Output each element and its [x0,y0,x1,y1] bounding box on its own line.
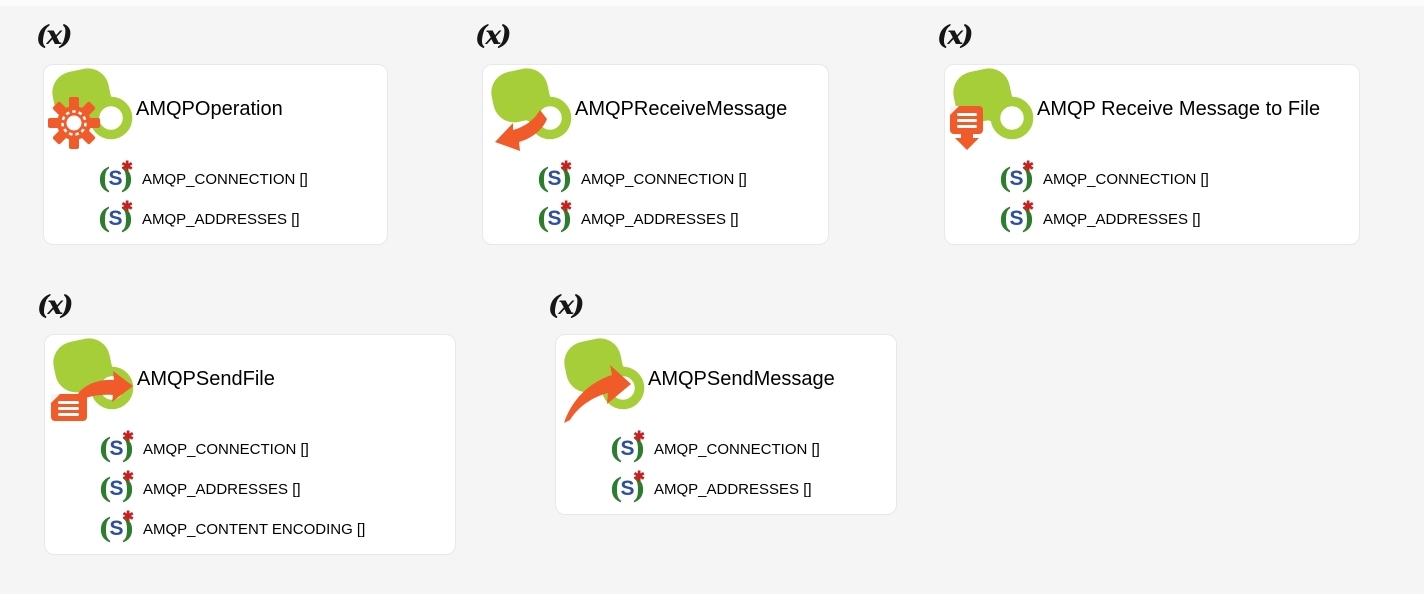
parameter-row[interactable]: (S)✱ AMQP_ADDRESSES [] [945,199,1359,239]
function-icon [491,68,572,151]
function-card[interactable]: AMQPSendFile (S)✱ AMQP_CONNECTION [] (S)… [44,334,456,555]
function-icon [51,338,134,421]
variable-icon: (x) [37,291,73,321]
module-amqp-send-message: (x) AMQPSendMessage (S)✱ AMQP_CONNECTION… [548,290,897,515]
parameter-label: AMQP_ADDRESSES [] [1043,210,1201,228]
string-parameter-icon: (S)✱ [98,467,135,505]
module-amqp-send-file: (x) AMQPSendFile (S)✱ [37,290,456,555]
parameter-row[interactable]: (S)✱ AMQP_ADDRESSES [] [556,469,896,509]
module-amqp-receive-message: (x) AMQPReceiveMessage (S)✱ AMQP_CONNECT… [475,20,829,245]
asterisk-icon: ✱ [633,467,645,484]
parameter-label: AMQP_ADDRESSES [] [581,210,739,228]
parameter-row[interactable]: (S)✱ AMQP_CONNECTION [] [483,159,828,199]
asterisk-icon: ✱ [1022,197,1034,214]
module-amqp-receive-message-to-file: (x) AMQP Receive Message to File [937,20,1360,245]
parameter-label: AMQP_CONNECTION [] [142,170,308,188]
function-title: AMQPSendMessage [648,368,835,390]
string-parameter-icon: (S)✱ [97,197,134,235]
string-parameter-icon: (S)✱ [536,157,573,195]
asterisk-icon: ✱ [560,157,572,174]
asterisk-icon: ✱ [122,427,134,444]
function-title: AMQP Receive Message to File [1037,98,1321,120]
string-parameter-icon: (S)✱ [97,157,134,195]
asterisk-icon: ✱ [1022,157,1034,174]
asterisk-icon: ✱ [633,427,645,444]
function-card[interactable]: AMQPOperation (S)✱ AMQP_CONNECTION [] (S… [43,64,388,245]
parameter-row[interactable]: (S)✱ AMQP_CONNECTION [] [556,429,896,469]
parameter-row[interactable]: (S)✱ AMQP_ADDRESSES [] [44,199,387,239]
parameter-list: (S)✱ AMQP_CONNECTION [] (S)✱ AMQP_ADDRES… [945,159,1359,239]
string-parameter-icon: (S)✱ [998,197,1035,235]
parameter-label: AMQP_CONNECTION [] [654,440,820,458]
function-card[interactable]: AMQPReceiveMessage (S)✱ AMQP_CONNECTION … [482,64,829,245]
parameter-label: AMQP_CONNECTION [] [581,170,747,188]
parameter-list: (S)✱ AMQP_CONNECTION [] (S)✱ AMQP_ADDRES… [556,429,896,509]
asterisk-icon: ✱ [560,197,572,214]
parameter-row[interactable]: (S)✱ AMQP_ADDRESSES [] [45,469,455,509]
function-icon [950,68,1034,150]
parameter-list: (S)✱ AMQP_CONNECTION [] (S)✱ AMQP_ADDRES… [44,159,387,239]
string-parameter-icon: (S)✱ [609,427,646,465]
function-title: AMQPSendFile [137,368,275,390]
parameter-label: AMQP_CONTENT ENCODING [] [143,520,366,538]
parameter-label: AMQP_CONNECTION [] [1043,170,1209,188]
parameter-row[interactable]: (S)✱ AMQP_ADDRESSES [] [483,199,828,239]
send-arrow-icon [564,365,631,423]
function-icon [48,68,133,149]
string-parameter-icon: (S)✱ [536,197,573,235]
string-parameter-icon: (S)✱ [609,467,646,505]
function-title: AMQPReceiveMessage [575,98,788,120]
receive-arrow-icon [495,110,547,151]
file-send-icon [51,371,133,421]
parameter-list: (S)✱ AMQP_CONNECTION [] (S)✱ AMQP_ADDRES… [45,429,455,549]
module-amqp-operation: (x) AMQPOperation [36,20,388,245]
variable-icon: (x) [937,21,973,51]
parameter-label: AMQP_ADDRESSES [] [142,210,300,228]
function-card[interactable]: AMQPSendMessage (S)✱ AMQP_CONNECTION [] … [555,334,897,515]
file-download-icon [950,106,983,150]
variable-icon: (x) [36,21,72,51]
string-parameter-icon: (S)✱ [98,507,135,545]
function-icon [564,338,645,423]
string-parameter-icon: (S)✱ [998,157,1035,195]
parameter-label: AMQP_ADDRESSES [] [143,480,301,498]
page-top-strip [0,0,1424,6]
function-title: AMQPOperation [136,98,283,120]
parameter-row[interactable]: (S)✱ AMQP_CONNECTION [] [45,429,455,469]
gear-icon [48,97,100,149]
parameter-row[interactable]: (S)✱ AMQP_CONNECTION [] [945,159,1359,199]
asterisk-icon: ✱ [121,197,133,214]
variable-icon: (x) [548,291,584,321]
parameter-row[interactable]: (S)✱ AMQP_CONNECTION [] [44,159,387,199]
asterisk-icon: ✱ [122,507,134,524]
asterisk-icon: ✱ [121,157,133,174]
parameter-row[interactable]: (S)✱ AMQP_CONTENT ENCODING [] [45,509,455,549]
parameter-list: (S)✱ AMQP_CONNECTION [] (S)✱ AMQP_ADDRES… [483,159,828,239]
parameter-label: AMQP_ADDRESSES [] [654,480,812,498]
asterisk-icon: ✱ [122,467,134,484]
parameter-label: AMQP_CONNECTION [] [143,440,309,458]
string-parameter-icon: (S)✱ [98,427,135,465]
variable-icon: (x) [475,21,511,51]
function-card[interactable]: AMQP Receive Message to File (S)✱ AMQP_C… [944,64,1360,245]
